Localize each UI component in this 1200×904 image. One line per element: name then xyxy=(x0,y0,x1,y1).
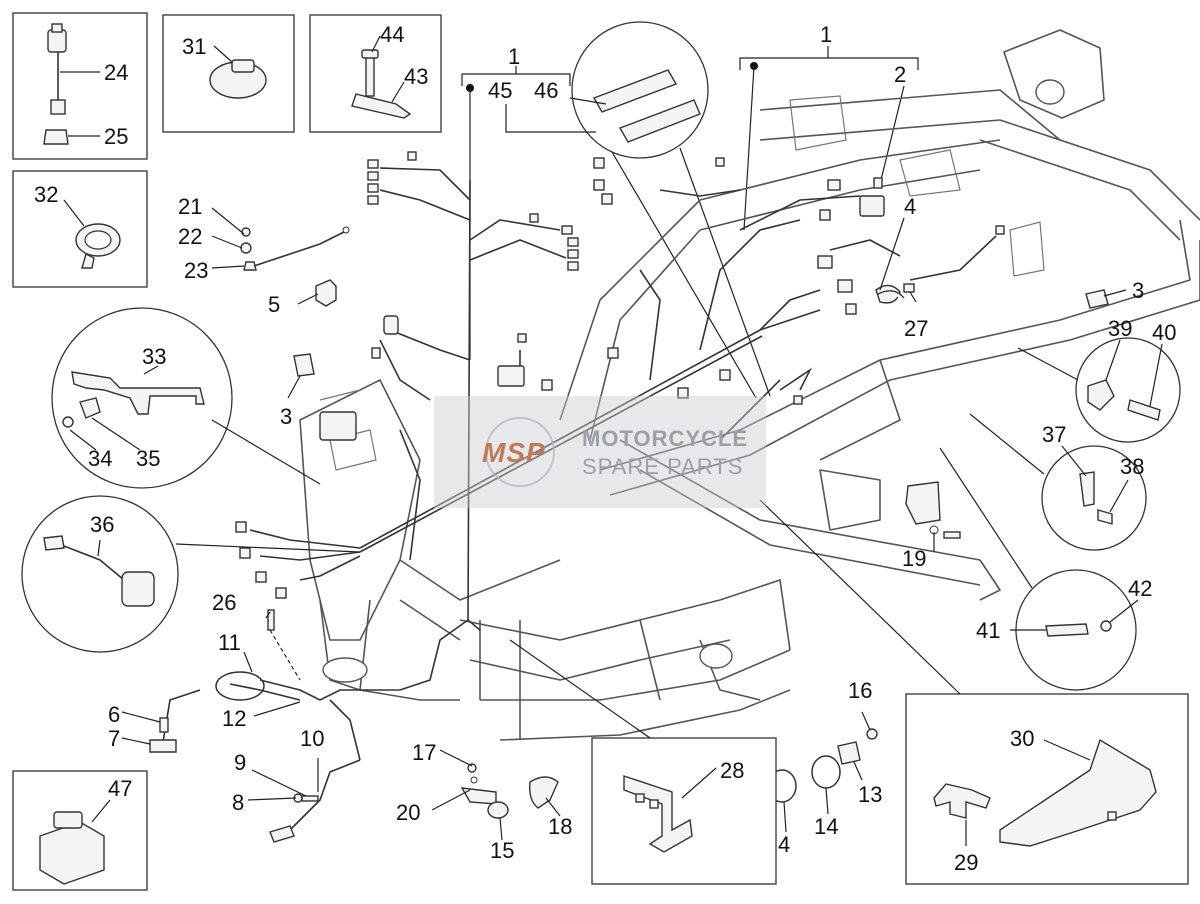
label-21: 21 xyxy=(178,194,202,219)
label-42: 42 xyxy=(1128,576,1152,601)
label-36: 36 xyxy=(90,512,114,537)
label-32: 32 xyxy=(34,182,58,207)
harness-connectors xyxy=(235,151,1005,599)
label-29: 29 xyxy=(954,850,978,875)
label-39: 39 xyxy=(1108,316,1132,341)
label-26: 26 xyxy=(212,590,236,615)
label-37: 37 xyxy=(1042,422,1066,447)
watermark-logo: MSP xyxy=(482,437,546,468)
label-1-right: 1 xyxy=(820,22,832,47)
label-6: 6 xyxy=(108,702,120,727)
leader-1-left xyxy=(461,66,571,360)
watermark-line1: MOTORCYCLE xyxy=(582,426,748,451)
label-3-right: 3 xyxy=(1132,278,1144,303)
label-41: 41 xyxy=(976,618,1000,643)
inset-32 xyxy=(12,170,148,288)
label-30: 30 xyxy=(1010,726,1034,751)
inset-29-30 xyxy=(759,499,1189,885)
small-parts xyxy=(149,226,1109,843)
watermark-line2: SPARE PARTS xyxy=(582,454,743,479)
label-31: 31 xyxy=(182,34,206,59)
leader-1-right xyxy=(739,46,919,231)
label-44: 44 xyxy=(380,22,404,47)
magnifier-33-35 xyxy=(51,307,321,489)
label-3-left: 3 xyxy=(280,404,292,429)
label-18: 18 xyxy=(548,814,572,839)
label-2: 2 xyxy=(894,62,906,87)
label-4-bottom: 4 xyxy=(778,832,790,857)
magnifier-45-46 xyxy=(505,21,771,399)
scooter-frame xyxy=(299,29,1200,741)
label-28: 28 xyxy=(720,758,744,783)
label-20: 20 xyxy=(396,800,420,825)
label-14: 14 xyxy=(814,814,838,839)
label-34: 34 xyxy=(88,446,112,471)
magnifier-37-38 xyxy=(969,413,1147,551)
label-23: 23 xyxy=(184,258,208,283)
label-35: 35 xyxy=(136,446,160,471)
inset-43-44 xyxy=(309,14,442,133)
label-15: 15 xyxy=(490,838,514,863)
inset-31 xyxy=(162,14,295,133)
label-12: 12 xyxy=(222,706,246,731)
label-47: 47 xyxy=(108,776,132,801)
label-5: 5 xyxy=(268,292,280,317)
magnifier-39-40 xyxy=(1017,337,1181,443)
label-25: 25 xyxy=(104,124,128,149)
label-46: 46 xyxy=(534,78,558,103)
leader-lines xyxy=(121,207,1127,841)
label-24: 24 xyxy=(104,60,128,85)
wiring-harness xyxy=(161,167,997,831)
label-27: 27 xyxy=(904,316,928,341)
magnifier-41-42 xyxy=(939,447,1139,691)
label-8: 8 xyxy=(232,790,244,815)
magnifier-36 xyxy=(21,495,361,653)
label-38: 38 xyxy=(1120,454,1144,479)
label-45: 45 xyxy=(488,78,512,103)
inset-24-25 xyxy=(12,12,148,160)
label-11: 11 xyxy=(218,630,241,655)
label-16: 16 xyxy=(848,678,872,703)
watermark: MSP MOTORCYCLE SPARE PARTS xyxy=(434,396,766,508)
label-4-top: 4 xyxy=(904,194,916,219)
label-10: 10 xyxy=(300,726,324,751)
label-33: 33 xyxy=(142,344,166,369)
label-22: 22 xyxy=(178,224,202,249)
inset-47 xyxy=(12,770,148,891)
label-9: 9 xyxy=(234,750,246,775)
label-13: 13 xyxy=(858,782,882,807)
label-7: 7 xyxy=(108,726,120,751)
inset-28 xyxy=(509,639,777,885)
label-40: 40 xyxy=(1152,320,1176,345)
label-1-left: 1 xyxy=(508,44,520,69)
label-43: 43 xyxy=(404,64,428,89)
label-17: 17 xyxy=(412,740,436,765)
part-labels: 1 1 2 3 3 4 4 5 6 7 8 9 10 11 12 13 14 1… xyxy=(34,22,1176,875)
label-19: 19 xyxy=(902,546,926,571)
